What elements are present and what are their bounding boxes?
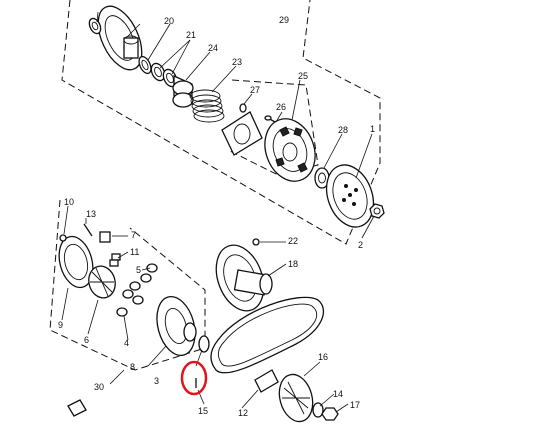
highlight-circle [180, 360, 208, 396]
label-part-15: 15 [198, 406, 208, 416]
label-part-10: 10 [64, 197, 74, 207]
oil-seal-part-20 [138, 55, 152, 75]
label-part-14: 14 [333, 389, 343, 399]
movable-sheave-part-3 [156, 296, 197, 356]
label-part-13: 13 [86, 209, 96, 219]
collar-part-24 [172, 74, 194, 108]
pin-part-13 [83, 223, 93, 237]
label-part-26: 26 [276, 102, 286, 112]
compression-spring-part-23 [189, 89, 225, 123]
ramp-plate-part-6 [88, 265, 116, 299]
nut-part-17 [321, 407, 339, 421]
label-part-28: 28 [338, 125, 348, 135]
collar-part-8 [198, 335, 210, 353]
label-part-17: 17 [350, 400, 360, 410]
weight-rollers-plate-part-9 [58, 235, 94, 289]
pin-part-27 [239, 103, 247, 113]
clutch-drum-part-1 [325, 164, 375, 228]
label-part-22: 22 [288, 236, 298, 246]
label-part-21: 21 [186, 30, 196, 40]
screw-part-22 [252, 238, 260, 246]
label-part-9: 9 [58, 320, 63, 330]
v-belt [210, 296, 325, 374]
label-part-24: 24 [208, 43, 218, 53]
label-part-30: 30 [94, 382, 104, 392]
assembly-25-boundary [227, 79, 319, 176]
clutch-assembly-part-25 [264, 118, 316, 182]
label-part-7: 7 [131, 230, 136, 240]
label-part-11: 11 [130, 247, 139, 257]
label-part-20: 20 [164, 16, 174, 26]
o-rings-part-21 [150, 62, 178, 88]
label-part-1: 1 [370, 124, 375, 134]
reference-tag [67, 399, 87, 417]
label-part-16: 16 [318, 352, 328, 362]
washer-left-top [88, 17, 102, 35]
label-part-2: 2 [358, 240, 363, 250]
fixed-sheave-part-16 [278, 373, 314, 423]
label-part-25: 25 [298, 71, 308, 81]
label-part-8: 8 [130, 362, 135, 372]
spacer-part-4 [116, 307, 128, 317]
label-part-12: 12 [238, 408, 248, 418]
leader-lines [61, 11, 375, 413]
spacer-part-11 [109, 253, 121, 267]
label-part-6: 6 [84, 335, 89, 345]
nut-part-2 [369, 203, 385, 219]
label-part-18: 18 [288, 259, 298, 269]
assembly-29-boundary [61, 0, 381, 245]
gasket-plate [221, 111, 263, 156]
label-part-23: 23 [232, 57, 242, 67]
slider-part-7 [99, 231, 111, 243]
weight-rollers-part-5 [122, 263, 158, 305]
label-part-29: 29 [279, 15, 289, 25]
label-part-3: 3 [154, 376, 159, 386]
collar-part-12 [254, 369, 279, 393]
label-part-4: 4 [124, 338, 129, 348]
part-labels: 29 20 21 24 23 25 27 26 28 1 2 22 18 10 … [58, 15, 375, 418]
secondary-sheave-part-18 [215, 244, 273, 312]
label-part-27: 27 [250, 85, 260, 95]
screw-part-10 [59, 234, 67, 242]
washer-part-14 [312, 402, 324, 418]
label-part-5: 5 [136, 265, 141, 275]
